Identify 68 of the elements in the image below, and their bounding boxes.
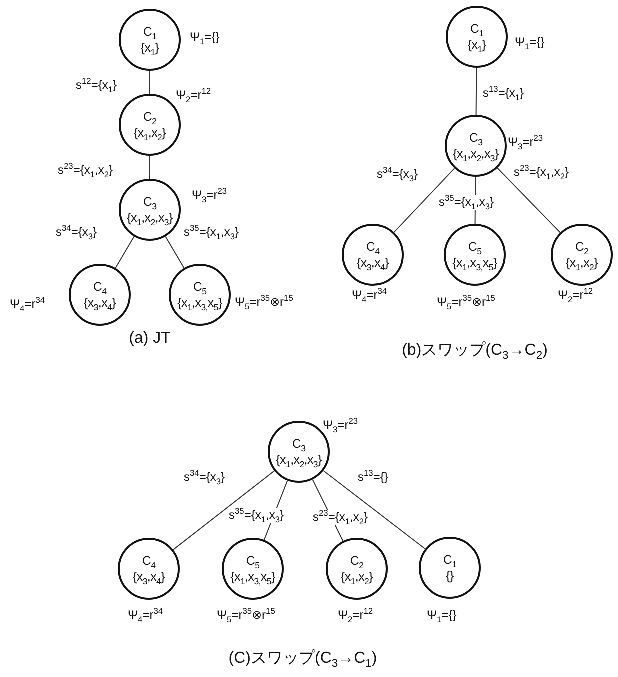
clique-name: C$_{1}$ — [470, 21, 484, 37]
clique-name: C$_{2}$ — [350, 553, 364, 569]
connector-line — [323, 470, 426, 550]
separator-label: s$^{13}$={x$_{1}$} — [482, 86, 526, 101]
separator-label: s$^{23}$={x$_{1}$,x$_{2}$} — [312, 510, 370, 525]
panel-caption: (a) JT — [129, 330, 171, 348]
separator-label: s$^{13}$={} — [357, 470, 390, 485]
clique-name: C$_{3}$ — [292, 436, 306, 452]
potential-label: Ψ$_{3}$=r$^{23}$ — [323, 418, 358, 433]
clique-name: C$_{4}$ — [142, 553, 156, 569]
clique-name: C$_{3}$ — [469, 130, 483, 146]
potential-label: Ψ$_{5}$=r$^{35}$⊗r$^{15}$ — [217, 608, 276, 623]
potential-label: Ψ$_{1}$={} — [515, 35, 545, 50]
variable-set: {x$_{1}$,x$_{3,}$x$_{5}$} — [230, 569, 276, 585]
variable-set: {x$_{1}$,x$_{3,}$x$_{5}$} — [178, 295, 222, 311]
clique-name: C$_{1}$ — [143, 24, 157, 40]
separator-label: s$^{34}$={x$_{3}$} — [376, 167, 420, 182]
potential-label: Ψ$_{4}$=r$^{34}$ — [128, 608, 164, 623]
variable-set: {x$_{1}$,x$_{3,}$x$_{5}$} — [452, 255, 498, 271]
clique-name: C$_{4}$ — [93, 279, 107, 295]
clique-name: C$_{5}$ — [246, 553, 260, 569]
variable-set: {x$_{1}$,x$_{2}$} — [134, 125, 166, 141]
variable-set: {x$_{3}$,x$_{4}$} — [84, 295, 116, 311]
variable-set: {x$_{1}$,x$_{2}$} — [341, 569, 373, 585]
clique-name: C$_{4}$ — [366, 239, 380, 255]
clique-name: C$_{1}$ — [443, 552, 457, 568]
potential-label: Ψ$_{2}$=r$^{12}$ — [338, 608, 374, 623]
separator-label: s$^{23}$={x$_{1}$,x$_{2}$} — [57, 163, 114, 178]
clique-name: C$_{2}$ — [143, 109, 157, 125]
potential-label: Ψ$_{5}$=r$^{35}$⊗r$^{15}$ — [235, 295, 294, 310]
connector-line — [115, 236, 135, 269]
variable-set: {x$_{1}$,x$_{2}$,x$_{3}$} — [276, 452, 322, 468]
clique-name: C$_{3}$ — [143, 194, 157, 210]
panel-caption: (b)スワップ(C$_{3}$→C$_{2}$) — [402, 340, 548, 361]
connector-line — [394, 168, 456, 233]
clique-name: C$_{2}$ — [575, 239, 589, 255]
separator-label: s$^{35}$={x$_{1}$,x$_{3}$} — [438, 195, 496, 210]
clique-name: C$_{5}$ — [468, 239, 482, 255]
separator-label: s$^{34}$={x$_{3}$} — [55, 225, 98, 240]
potential-label: Ψ$_{5}$=r$^{35}$⊗r$^{15}$ — [437, 295, 496, 310]
connector-line — [172, 470, 276, 550]
potential-label: Ψ$_{2}$=r$^{12}$ — [558, 288, 594, 303]
separator-label: s$^{23}$={x$_{1}$,x$_{2}$} — [513, 165, 570, 180]
variable-set: {x$_{1}$,x$_{2}$,x$_{3}$} — [127, 210, 173, 226]
connector-line — [165, 236, 185, 269]
separator-label: s$^{34}$={x$_{3}$} — [183, 470, 226, 485]
panel-caption: (C)スワップ(C$_{3}$→C$_{1}$) — [228, 648, 378, 669]
variable-set: {x$_{1}$} — [468, 37, 486, 53]
potential-label: Ψ$_{3}$=r$^{23}$ — [508, 135, 544, 150]
connector-line — [476, 68, 478, 116]
separator-label: s$^{35}$={x$_{1}$,x$_{3}$} — [183, 225, 240, 240]
variable-set: {x$_{1}$} — [140, 40, 160, 56]
potential-label: Ψ$_{4}$=r$^{34}$ — [352, 288, 388, 303]
potential-label: Ψ$_{2}$=r$^{12}$ — [176, 88, 212, 103]
potential-label: Ψ$_{1}$={} — [427, 608, 457, 623]
variable-set: {x$_{3}$,x$_{4}$} — [357, 255, 389, 271]
variable-set: {} — [446, 568, 454, 584]
variable-set: {x$_{3}$,x$_{4}$} — [133, 569, 165, 585]
variable-set: {x$_{1}$,x$_{2}$,x$_{3}$} — [453, 146, 499, 162]
variable-set: {x$_{1}$,x$_{2}$} — [566, 255, 598, 271]
separator-label: s$^{12}$={x$_{1}$} — [75, 78, 118, 93]
connector-line — [497, 168, 561, 234]
clique-circle — [445, 115, 507, 177]
potential-label: Ψ$_{3}$=r$^{23}$ — [192, 188, 228, 203]
separator-label: s$^{35}$={x$_{1}$,x$_{3}$} — [228, 508, 286, 523]
potential-label: Ψ$_{4}$=r$^{34}$ — [10, 297, 46, 312]
potential-label: Ψ$_{1}$={} — [190, 30, 220, 45]
clique-name: C$_{5}$ — [193, 279, 207, 295]
